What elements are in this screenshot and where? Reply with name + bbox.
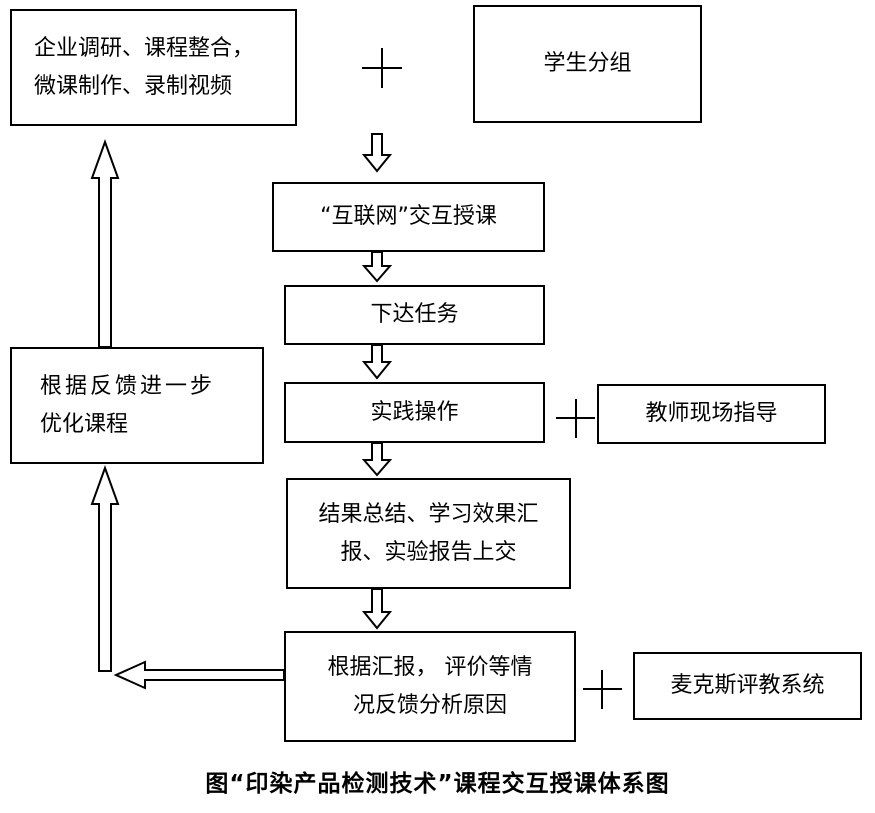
plus-icon bbox=[362, 48, 402, 88]
box-maxwell-system: 麦克斯评教系统 bbox=[633, 652, 862, 720]
box-enterprise-research: 企业调研、课程整合， 微课制作、录制视频 bbox=[10, 9, 297, 126]
up-arrow-icon bbox=[90, 139, 120, 348]
plus-icon bbox=[583, 670, 622, 709]
box-teacher-guidance: 教师现场指导 bbox=[597, 384, 826, 444]
box-text-line: 结果总结、学习效果汇 bbox=[318, 501, 539, 527]
box-text-line: 实践操作 bbox=[370, 399, 459, 425]
left-arrow-icon bbox=[113, 660, 285, 690]
box-text-line: 麦克斯评教系统 bbox=[670, 673, 825, 698]
box-text-line: 教师现场指导 bbox=[645, 401, 778, 426]
box-text-line: 报、实验报告上交 bbox=[340, 539, 517, 565]
box-practice-operation: 实践操作 bbox=[284, 382, 545, 443]
box-text-line: 根据反馈进一步 bbox=[40, 373, 216, 399]
box-text-line: “互联网”交互授课 bbox=[320, 204, 497, 229]
figure-caption: 图“印染产品检测技术”课程交互授课体系图 bbox=[205, 771, 670, 797]
box-text-line: 学生分组 bbox=[543, 51, 632, 76]
down-arrow-icon bbox=[361, 588, 393, 630]
box-text-line: 微课制作、录制视频 bbox=[34, 73, 233, 99]
box-feedback-analysis: 根据汇报， 评价等情 况反馈分析原因 bbox=[284, 631, 576, 742]
down-arrow-icon bbox=[361, 251, 393, 283]
box-optimize-course: 根据反馈进一步 优化课程 bbox=[10, 347, 264, 464]
up-arrow-icon bbox=[90, 465, 120, 672]
box-internet-teaching: “互联网”交互授课 bbox=[272, 182, 545, 252]
down-arrow-icon bbox=[361, 133, 393, 173]
box-text-line: 根据汇报， 评价等情 bbox=[327, 654, 533, 680]
box-text-line: 况反馈分析原因 bbox=[352, 692, 507, 718]
plus-icon bbox=[556, 399, 595, 438]
box-text-line: 下达任务 bbox=[370, 302, 459, 327]
box-text-line: 企业调研、课程整合， bbox=[34, 35, 255, 61]
box-assign-task: 下达任务 bbox=[284, 285, 545, 345]
down-arrow-icon bbox=[361, 344, 393, 380]
box-text-line: 优化课程 bbox=[40, 411, 129, 437]
box-result-summary: 结果总结、学习效果汇 报、实验报告上交 bbox=[286, 478, 571, 589]
box-student-grouping: 学生分组 bbox=[473, 5, 702, 123]
down-arrow-icon bbox=[361, 442, 393, 477]
